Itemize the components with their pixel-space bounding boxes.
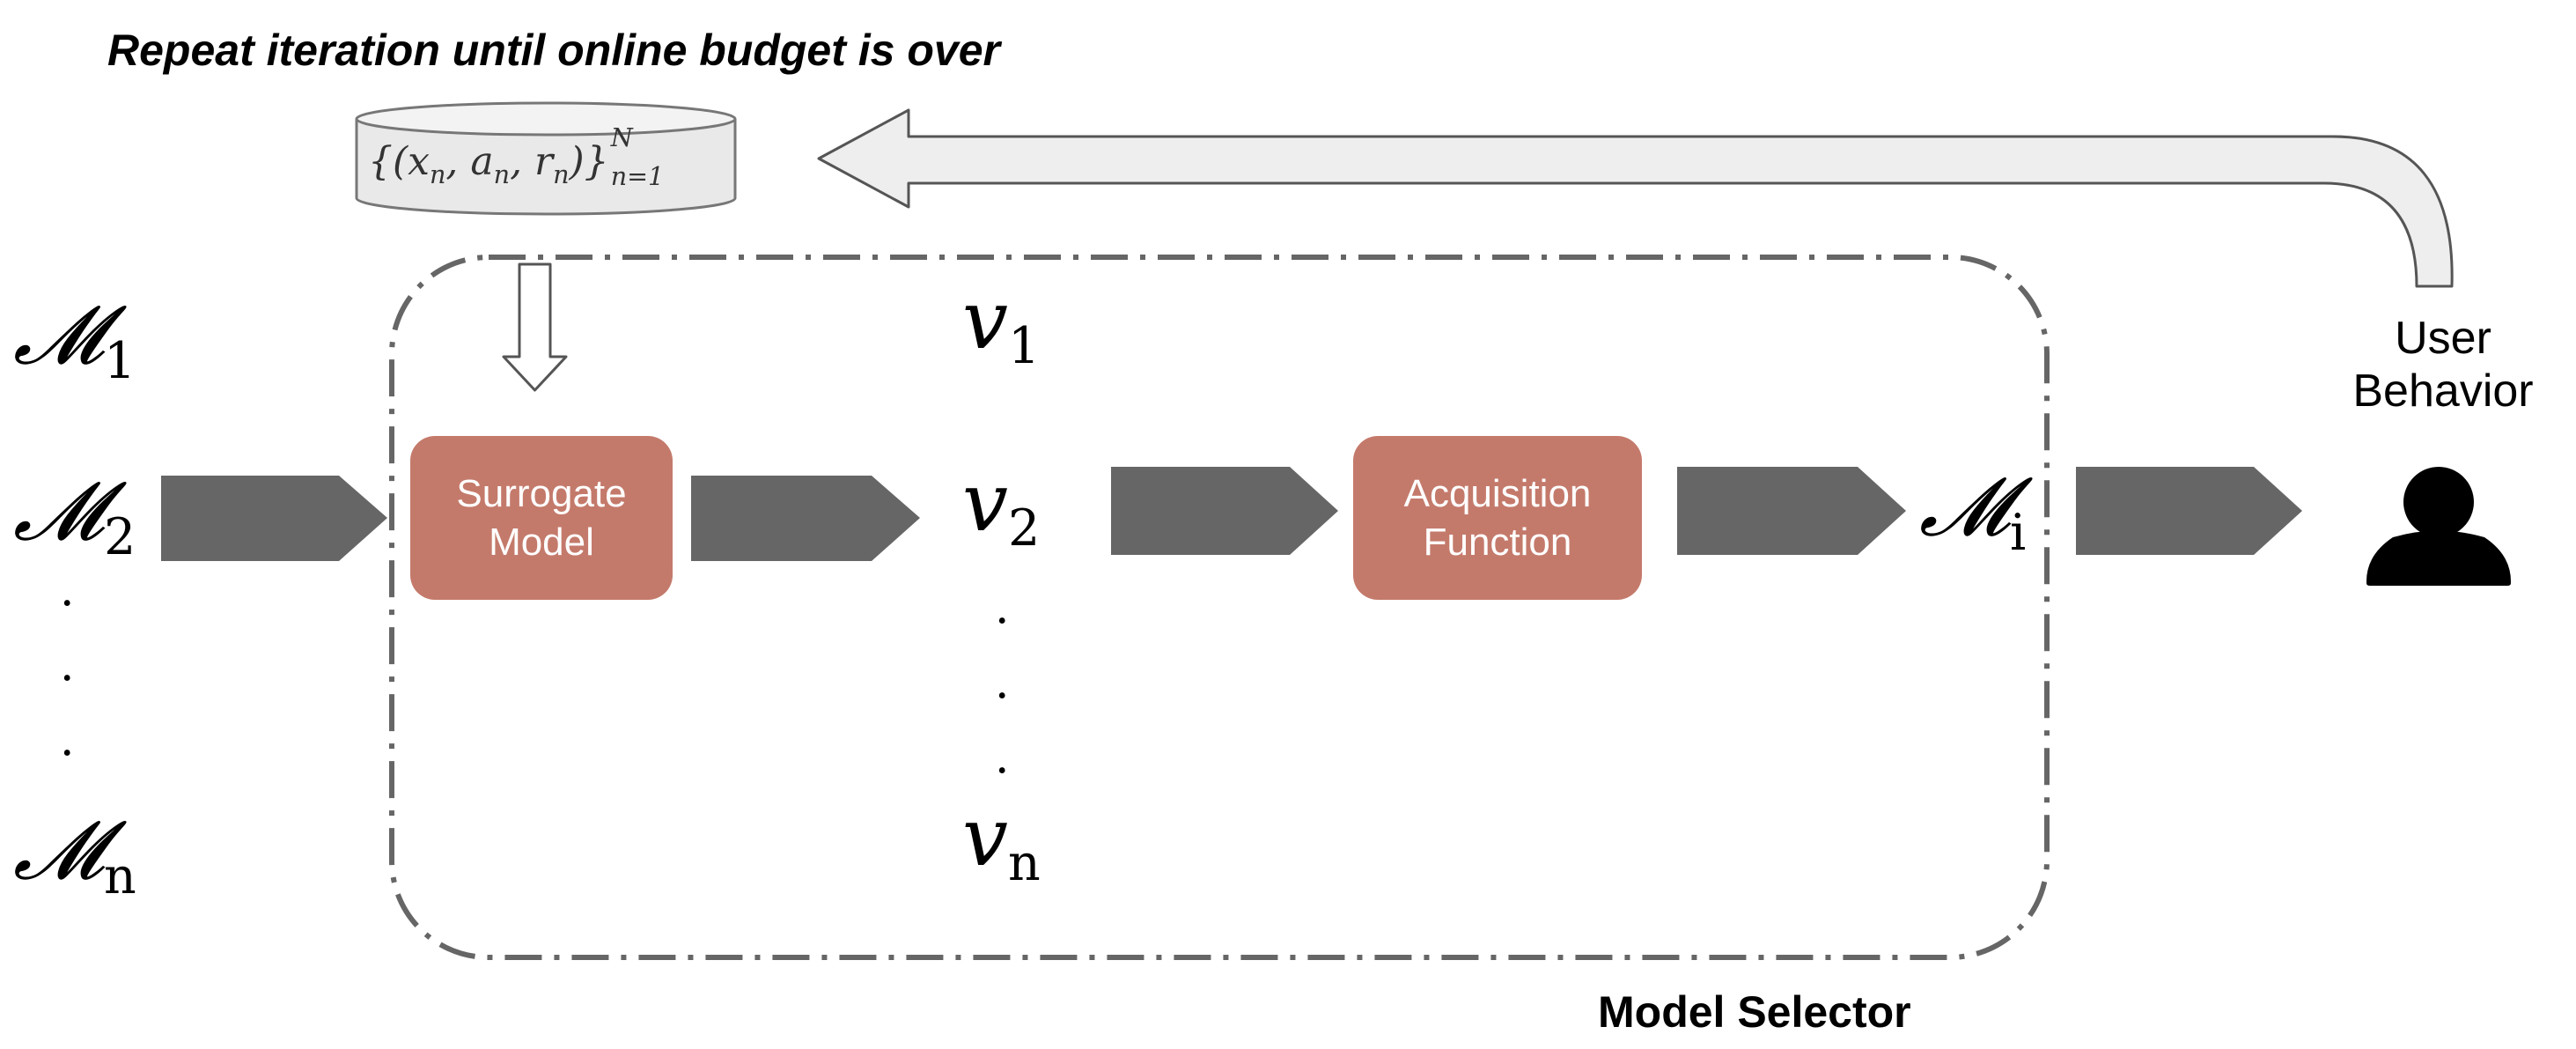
dataset-x-sub: n [430,159,446,189]
dataset-sub: n=1 [610,161,665,191]
model-ellipsis-3: · [60,728,75,780]
value-v1: v1 [962,280,1040,372]
dataset-close-brace: )} [569,139,609,184]
acquisition-line1: Acquisition [1403,472,1592,515]
value-v2-sub: 2 [1007,499,1041,558]
dataset-sup: N [610,122,633,152]
value-v1-symbol: v [962,273,1008,367]
user-label-line1: User [2395,313,2491,364]
iteration-title: Repeat iteration until online budget is … [107,26,1000,75]
dataset-open-brace: {( [368,139,408,184]
value-ellipsis-2: · [995,670,1010,723]
selected-model-mi: 𝓜i [1919,467,2026,558]
model-mn-sub: n [104,847,136,906]
value-ellipsis-3: · [995,745,1010,798]
flow-arrow-models-to-surrogate [161,476,387,561]
value-vn: vn [962,797,1041,889]
user-icon [2366,467,2511,586]
value-v1-sub: 1 [1007,317,1041,376]
model-m1-sub: 1 [104,332,136,391]
value-vn-sub: n [1007,834,1041,893]
model-m2-symbol: 𝓜 [13,464,105,558]
dataset-a: a [470,139,494,184]
dataset-r-sub: n [553,159,570,189]
model-mn-symbol: 𝓜 [13,803,105,898]
surrogate-model-box: Surrogate Model [410,436,673,600]
dataset-r: r [534,139,554,184]
model-ellipsis-1: · [60,578,75,631]
value-v2-symbol: v [962,455,1008,550]
acquisition-line2: Function [1423,521,1572,564]
model-m1-symbol: 𝓜 [13,288,105,382]
acquisition-function-box: Acquisition Function [1353,436,1642,600]
dataset-down-arrow [502,262,568,392]
model-m1: 𝓜1 [13,295,136,387]
dataset-a-sub: n [493,159,511,189]
value-v2: v2 [962,462,1040,554]
model-selector-border [389,255,2050,960]
model-mn: 𝓜n [13,810,136,902]
user-behavior-label: User Behavior [2324,313,2562,418]
feedback-arrow [817,108,2454,288]
model-m2-sub: 2 [104,508,136,567]
selected-model-symbol: 𝓜 [1919,460,2011,554]
flow-arrow-acquisition-to-selected [1677,467,1906,555]
value-ellipsis-1: · [995,595,1010,648]
surrogate-line2: Model [489,521,594,564]
selected-model-sub: i [2010,504,2027,563]
flow-arrow-selected-to-user [2076,467,2302,555]
dataset-cylinder [355,101,737,216]
model-ellipsis-2: · [60,653,75,705]
flow-arrow-surrogate-to-values [691,476,920,561]
model-m2: 𝓜2 [13,471,136,563]
user-label-line2: Behavior [2352,365,2534,417]
dataset-x: x [408,139,430,184]
value-vn-symbol: v [962,790,1008,884]
model-selector-label: Model Selector [1598,987,1911,1037]
flow-arrow-values-to-acquisition [1111,467,1338,555]
surrogate-line1: Surrogate [456,472,627,515]
